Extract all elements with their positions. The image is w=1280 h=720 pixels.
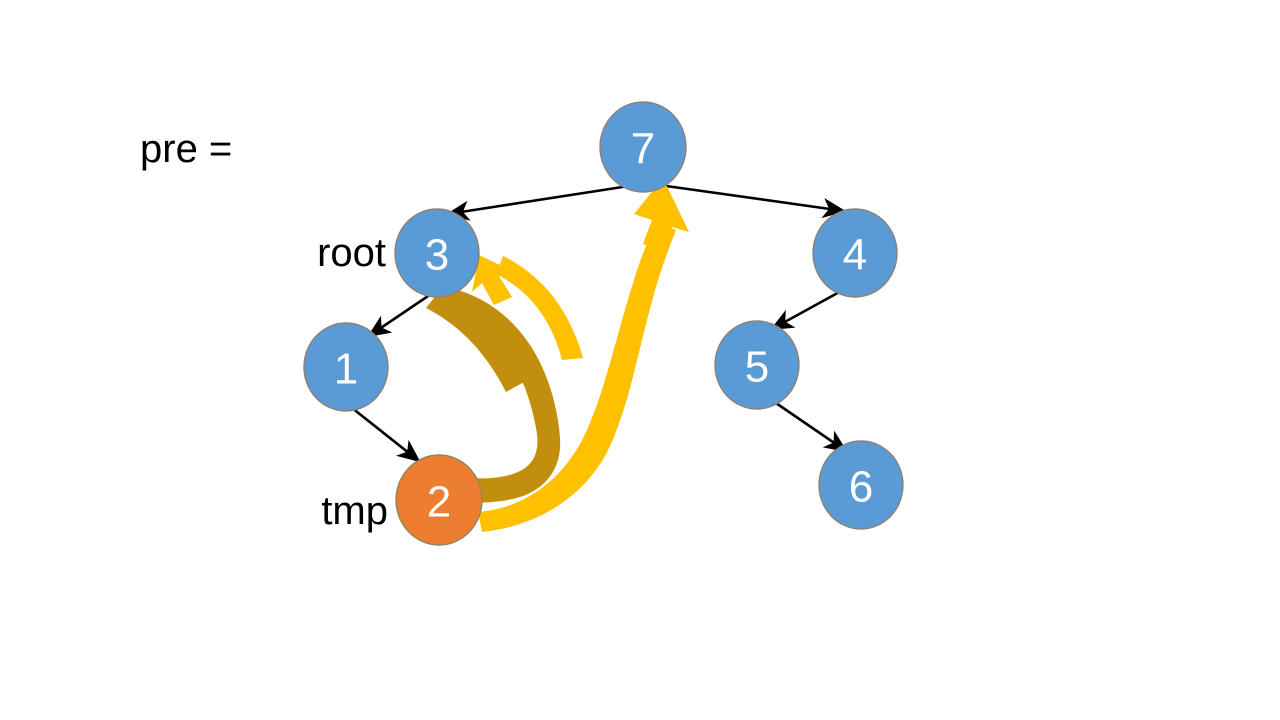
node-4[interactable]: 4: [812, 208, 898, 298]
highlight-arrow-node3-tail: [426, 288, 528, 392]
yellow-arrow-body-2-to-7: [478, 222, 676, 532]
dark-gold-tail: [426, 288, 528, 392]
tree-edges: [346, 183, 848, 463]
yellow-stem-to-3: [496, 256, 583, 360]
node-7-shape[interactable]: [599, 101, 687, 193]
highlight-arrowhead-to-3: [472, 255, 583, 360]
edge-7-to-4: [658, 183, 847, 219]
node-6-shape[interactable]: [818, 440, 904, 530]
node-6[interactable]: 6: [818, 440, 904, 530]
yellow-arrowhead-at-7: [634, 178, 689, 251]
node-3-shape[interactable]: [394, 208, 480, 298]
edge-1-to-2: [346, 402, 421, 463]
tree-nodes: 7 3 4 1 5 6: [303, 101, 904, 546]
node-1[interactable]: 1: [303, 322, 389, 412]
annotations: pre = root tmp: [140, 127, 388, 533]
node-3[interactable]: 3: [394, 208, 480, 298]
edge-4-to-5: [770, 288, 844, 331]
node-5[interactable]: 5: [714, 320, 800, 410]
highlight-arrow-2-to-7: [478, 178, 689, 532]
root-label: root: [317, 231, 386, 275]
edge-3-to-1: [367, 290, 435, 338]
node-2-shape[interactable]: [395, 454, 483, 546]
node-2[interactable]: 2: [395, 454, 483, 546]
tmp-label: tmp: [321, 489, 388, 533]
node-1-shape[interactable]: [303, 322, 389, 412]
node-4-shape[interactable]: [812, 208, 898, 298]
edge-5-to-6: [772, 399, 848, 453]
node-7[interactable]: 7: [599, 101, 687, 193]
yellow-arrowhead-at-3: [472, 255, 512, 305]
pre-label: pre =: [140, 127, 232, 171]
node-5-shape[interactable]: [714, 320, 800, 410]
edge-7-to-3: [445, 184, 630, 221]
